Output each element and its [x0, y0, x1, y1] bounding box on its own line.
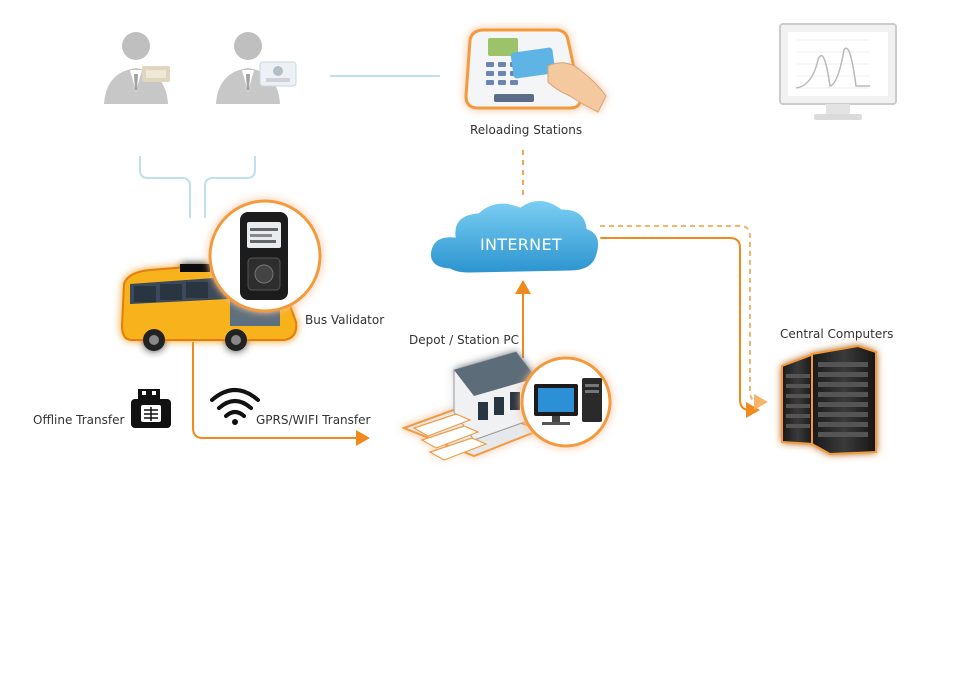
- internet-cloud: [427, 198, 602, 276]
- wifi-icon: [210, 388, 260, 425]
- depot-building: [401, 351, 543, 461]
- bus-validator-label: Bus Validator: [305, 313, 385, 327]
- customer-person-card: [216, 32, 297, 104]
- reloading-stations-label: Reloading Stations: [470, 123, 583, 137]
- validator-device: [208, 199, 322, 313]
- orange-connector-lines: [192, 150, 768, 446]
- people-connector-lines: [139, 75, 440, 218]
- central-servers: [781, 344, 877, 456]
- central-computers-label: Central Computers: [780, 327, 894, 341]
- internet-label: INTERNET: [480, 235, 562, 254]
- depot-station-pc-label: Depot / Station PC: [409, 333, 520, 347]
- monitor-chart: [779, 23, 897, 120]
- depot-pc: [520, 356, 612, 448]
- gprs-wifi-transfer-label: GPRS/WIFI Transfer: [256, 413, 371, 427]
- pos-terminal: [464, 28, 607, 113]
- usb-card-icon: [131, 389, 171, 428]
- customer-person-cash: [104, 32, 170, 104]
- offline-transfer-label: Offline Transfer: [33, 413, 125, 427]
